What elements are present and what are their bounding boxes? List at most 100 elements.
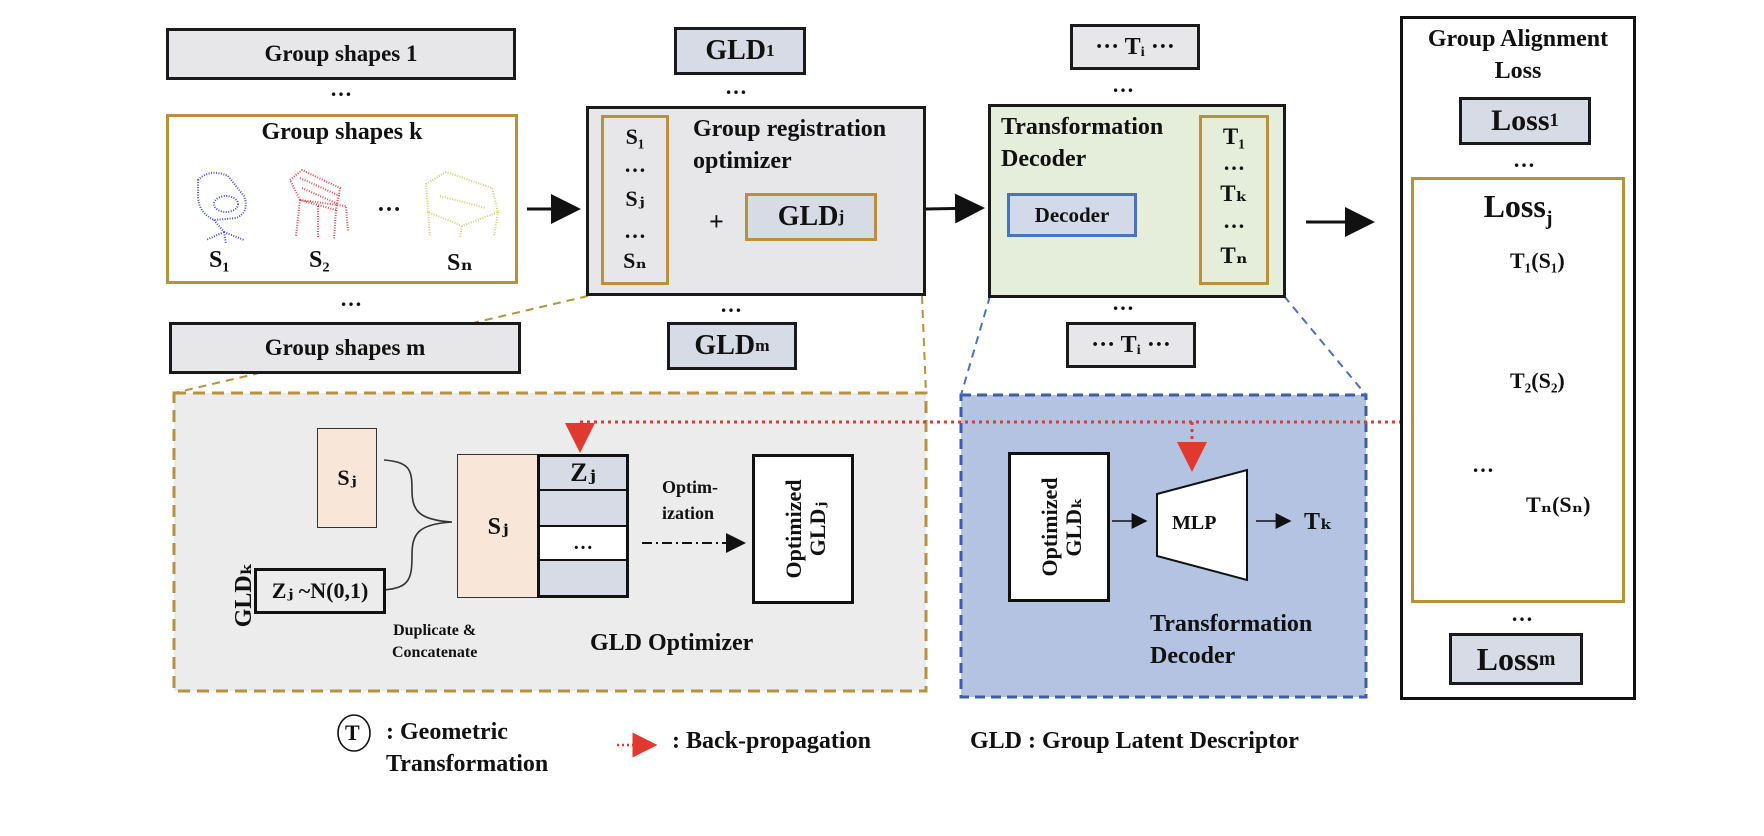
ellipsis-ti-top: … (1112, 72, 1135, 97)
ellipsis-loss-bottom: … (1511, 601, 1534, 626)
ellipsis-gld-bottom: … (720, 292, 743, 317)
dec-col-t1: T₁ (1222, 124, 1246, 149)
group-shapes-k-label: Group shapes k (261, 119, 423, 145)
t2-s2-label: T₂(S₂) (1510, 368, 1565, 393)
optimized-gldj-line-1: Optimized (781, 479, 806, 579)
dec-col-tn: Tₙ (1220, 243, 1248, 268)
s1-label: S₁ (209, 247, 230, 273)
ellipsis-bottom-left: … (340, 286, 363, 311)
tk-label: Tₖ (1304, 509, 1333, 535)
s2-label: S₂ (309, 247, 330, 273)
zj-cell: Zⱼ (540, 457, 626, 491)
group-shapes-1-label: Group shapes 1 (264, 41, 418, 66)
opt-col-dots1: … (624, 152, 646, 177)
t1-s1-label: T₁(S₁) (1510, 248, 1565, 273)
optimized-gldj-label: Optimized GLDⱼ (781, 454, 830, 604)
loss-m-base: Loss (1476, 640, 1539, 677)
decoder-t-column: T₁ … Tₖ … Tₙ (1199, 115, 1269, 285)
optimized-gldk-line-2: GLDₖ (1061, 497, 1086, 557)
td-title-line-2: Decoder (1150, 643, 1236, 669)
ti-top-label: ··· Tᵢ ··· (1095, 33, 1175, 60)
loss-1-sub: 1 (1549, 110, 1559, 131)
opt-col-dots2: … (624, 218, 646, 243)
sj-concat-box: Sⱼ (457, 454, 539, 598)
mlp-label: MLP (1172, 512, 1217, 534)
legend-t-circle (337, 714, 371, 752)
transformation-decoder-title: Transformation Decoder (1150, 608, 1312, 672)
arrow-to-decoder (925, 193, 985, 224)
ellipsis-loss-chairs: … (1472, 452, 1495, 477)
legend-gld-definition: GLD : Group Latent Descriptor (970, 728, 1299, 754)
ti-top-box: ··· Tᵢ ··· (1070, 24, 1200, 70)
duplicate-label: Duplicate & Concatenate (392, 620, 477, 664)
gld-1-base: GLD (705, 35, 766, 66)
optim-line-1: Optim- (662, 477, 718, 497)
loss-title: Group Alignment Loss (1427, 26, 1609, 84)
sj-concat-label: Sⱼ (487, 514, 509, 540)
legend-backprop: : Back-propagation (672, 728, 871, 754)
loss-j-label: Lossj (1414, 188, 1622, 230)
optimized-gldk-label: Optimized GLDₖ (1037, 452, 1086, 602)
dec-col-dots1: … (1223, 150, 1245, 175)
sj-small-box: Sⱼ (317, 428, 377, 528)
chair-blue-icon (197, 171, 247, 245)
opt-col-sj: Sⱼ (625, 186, 645, 211)
ti-bottom-box: ··· Tᵢ ··· (1066, 322, 1196, 368)
loss-m-sub: m (1538, 647, 1556, 670)
gld-1-sub: 1 (766, 41, 775, 60)
transformation-decoder-box: Transformation Decoder Decoder T₁ … Tₖ …… (988, 104, 1286, 298)
gld-m-base: GLD (694, 330, 756, 361)
gld-j-base: GLD (777, 201, 839, 232)
optim-line-2: ization (662, 503, 714, 523)
optimization-label: Optim- ization (662, 474, 718, 526)
zoom-connector-right-2 (1283, 295, 1367, 396)
z-column-box: Zⱼ … (537, 454, 629, 598)
optimized-gldj-line-2: GLDⱼ (805, 501, 830, 557)
chair-red-icon (288, 168, 349, 241)
ellipsis-chairs: … (377, 191, 401, 217)
legend-geometric-line-1: : Geometric (386, 719, 508, 745)
gld-j-sub: j (838, 207, 845, 226)
dec-col-tk: Tₖ (1220, 181, 1248, 206)
z-dots-cell: … (540, 525, 626, 561)
group-shapes-1-box: Group shapes 1 (166, 28, 516, 80)
dec-col-dots2: … (1223, 208, 1245, 233)
ti-bottom-label: ··· Tᵢ ··· (1091, 331, 1171, 358)
legend-geometric-line-2: Transformation (386, 751, 549, 777)
z-noise-label: Zⱼ ~N(0,1) (271, 578, 369, 603)
loss-j-sub: j (1545, 207, 1553, 230)
concatenate-brace (383, 459, 453, 591)
optimizer-s-column: S₁ … Sⱼ … Sₙ (601, 115, 669, 285)
ellipsis-gld-top: … (725, 74, 748, 99)
td-title-line-1: Transformation (1150, 611, 1313, 637)
loss-1-base: Loss (1491, 104, 1550, 137)
mlp-block (1156, 468, 1248, 582)
optimizer-plus: + (709, 207, 724, 236)
optimized-gldj-box: Optimized GLDⱼ (752, 454, 854, 604)
group-registration-optimizer-box: S₁ … Sⱼ … Sₙ Group registration optimize… (586, 106, 926, 296)
chair-yellow-icon (424, 170, 500, 239)
decoder-block: Decoder (1007, 193, 1137, 237)
optimized-gldk-line-1: Optimized (1037, 477, 1062, 577)
duplicate-line: Duplicate & (393, 622, 477, 639)
z-noise-box: Zⱼ ~N(0,1) (254, 568, 386, 614)
opt-col-sn: Sₙ (623, 248, 647, 273)
ellipsis-loss-top: … (1513, 147, 1536, 172)
sn-label: Sₙ (447, 250, 473, 276)
concatenate-line: Concatenate (392, 644, 478, 661)
gld-m-sub: m (755, 336, 770, 355)
sj-small-label: Sⱼ (337, 465, 357, 490)
optimized-gldk-box: Optimized GLDₖ (1008, 452, 1110, 602)
zoom-connector-left-2 (921, 295, 927, 394)
tn-sn-label: Tₙ(Sₙ) (1526, 492, 1591, 517)
legend-geometric: : Geometric Transformation (386, 716, 548, 780)
loss-j-base: Loss (1483, 188, 1546, 224)
decoder-title: Transformation Decoder (1001, 114, 1164, 172)
backprop-line (565, 420, 1402, 453)
group-shapes-k-box: Group shapes k … S₁ S₂ Sₙ (166, 114, 518, 284)
